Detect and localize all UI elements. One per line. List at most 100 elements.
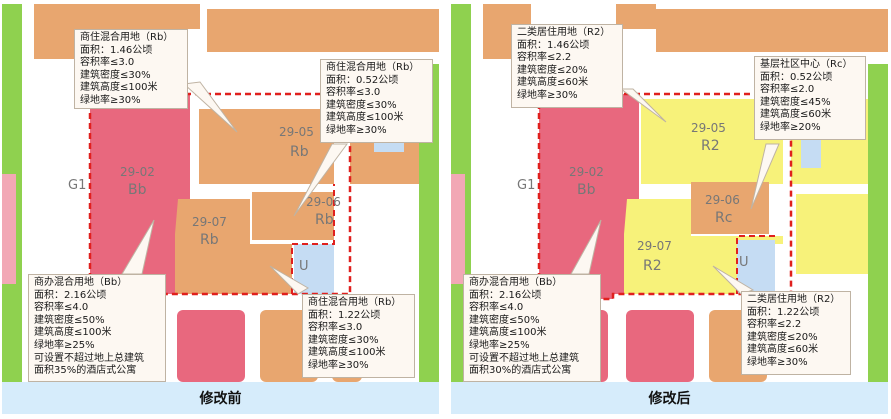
callout-line: 面积：1.22公顷 [747, 306, 820, 318]
callout-line: 容积率≤3.0 [326, 87, 381, 99]
callout-line: 面积：1.46公顷 [80, 44, 153, 56]
callout-line: 建筑高度≤60米 [760, 109, 832, 121]
callout-29-02: 商办混合用地（Bb） 面积：2.16公顷 容积率≤4.0 建筑密度≤50% 建筑… [463, 274, 601, 382]
parcel-bottom-2 [626, 310, 694, 382]
callout-29-05: 二类居住用地（R2） 面积：1.46公顷 容积率≤2.2 建筑密度≤20% 建筑… [511, 24, 623, 108]
green-belt-right [419, 64, 439, 382]
caption-band [451, 382, 888, 414]
parcel-29-02-fill [539, 94, 639, 299]
callout-29-05: 商住混合用地（Rb） 面积：1.46公顷 容积率≤3.0 建筑密度≤30% 建筑… [74, 29, 188, 109]
callout-line: 可设置不超过地上总建筑 [34, 352, 144, 364]
callout-line: 建筑高度≤60米 [747, 344, 819, 356]
callout-line: 建筑密度≤20% [747, 331, 818, 343]
callout-line: 绿地率≥20% [760, 121, 821, 133]
callout-line: 建筑高度≤60米 [517, 77, 589, 89]
caption-band [2, 382, 439, 414]
map-label-29-06-use: Rb [315, 212, 334, 228]
callout-line: 建筑密度≤45% [760, 96, 831, 108]
callout-line: 绿地率≥30% [326, 124, 387, 136]
callout-line: 容积率≤2.2 [517, 52, 572, 64]
boundary-inner [291, 184, 335, 294]
callout-line: 建筑密度≤30% [308, 334, 379, 346]
callout-line: 容积率≤2.0 [760, 84, 815, 96]
map-label-u: U [739, 255, 749, 270]
callout-line: 建筑高度≤100米 [34, 327, 112, 339]
parcel-bottom-2 [177, 310, 245, 382]
leader-4 [269, 265, 309, 295]
callout-line: 建筑密度≤20% [517, 64, 588, 76]
map-label-29-07-code: 29-07 [637, 239, 672, 253]
map-label-u: U [299, 259, 309, 274]
callout-line: 建筑高度≤100米 [469, 327, 547, 339]
callout-29-07: 商住混合用地（Rb） 面积：1.22公顷 容积率≤3.0 建筑密度≤30% 建筑… [302, 294, 415, 378]
callout-line: 建筑高度≤100米 [308, 347, 386, 359]
callout-line: 面积：2.16公顷 [34, 289, 107, 301]
callout-line: 面积：2.16公顷 [469, 289, 542, 301]
parcel-29-05-fill [199, 109, 334, 184]
map-label-29-07-use: R2 [643, 258, 662, 274]
parcel-right-u [801, 134, 821, 168]
callout-line: 容积率≤3.0 [308, 322, 363, 334]
map-label-29-07-code: 29-07 [192, 215, 227, 229]
map-label-29-02-use: Bb [577, 182, 596, 198]
map-label-29-07-use: Rb [200, 232, 219, 248]
leader-1 [182, 81, 238, 133]
leader-2 [293, 143, 348, 217]
map-label-29-02-code: 29-02 [569, 165, 604, 179]
callout-line: 建筑密度≤50% [469, 314, 540, 326]
callout-line: 绿地率≥30% [517, 89, 578, 101]
callout-line: 商住混合用地（Rb） [308, 297, 402, 308]
callout-line: 建筑高度≤100米 [80, 82, 158, 94]
callout-line: 二类居住用地（R2） [747, 294, 841, 305]
map-label-29-06-use: Rc [715, 210, 732, 226]
callout-line: 绿地率≥30% [747, 356, 808, 368]
callout-line: 二类居住用地（R2） [517, 27, 611, 38]
callout-line: 绿地率≥30% [308, 359, 369, 371]
map-label-g1: G1 [517, 178, 535, 193]
panel-before: G1 29-02 Bb 29-05 Rb 29-07 Rb 29-06 Rb U… [2, 4, 439, 414]
parcel-top-right [207, 9, 439, 52]
callout-line: 绿地率≥25% [469, 339, 530, 351]
parcel-top-right [656, 9, 888, 52]
map-label-29-02-use: Bb [128, 182, 147, 198]
callout-line: 容积率≤4.0 [469, 302, 524, 314]
parcel-29-07-fill [175, 199, 292, 294]
map-label-29-06-code: 29-06 [705, 193, 740, 207]
callout-29-06: 商住混合用地（Rb） 面积：0.52公顷 容积率≤3.0 建筑密度≤30% 建筑… [320, 59, 433, 143]
callout-line: 面积：0.52公顷 [760, 71, 833, 83]
parcel-29-05-fill [641, 99, 783, 184]
callout-line: 建筑高度≤100米 [326, 112, 404, 124]
panel-caption: 修改后 [648, 391, 691, 407]
leader-2 [750, 143, 780, 210]
callout-line: 容积率≤3.0 [80, 57, 135, 69]
leader-1 [619, 88, 667, 123]
map-label-29-05-code: 29-05 [279, 125, 314, 139]
parcel-top-mid [80, 4, 200, 29]
callout-29-02: 商办混合用地（Bb） 面积：2.16公顷 容积率≤4.0 建筑密度≤50% 建筑… [28, 274, 166, 382]
boundary-inner [736, 235, 775, 294]
callout-line: 商住混合用地（Rb） [80, 32, 174, 43]
parcel-29-06-fill [252, 192, 334, 240]
map-label-29-06-code: 29-06 [306, 195, 341, 209]
green-belt-right [868, 64, 888, 382]
callout-line: 绿地率≥30% [80, 94, 141, 106]
callout-line: 建筑密度≤30% [326, 99, 397, 111]
callout-line: 商办混合用地（Bb） [34, 277, 128, 288]
panel-after: G1 29-02 Bb 29-05 R2 29-07 R2 29-06 Rc U… [451, 4, 888, 414]
parcel-left-pink [451, 174, 465, 284]
callout-line: 商办混合用地（Bb） [469, 277, 563, 288]
parcel-29-07-fill [624, 199, 783, 294]
panel-caption: 修改前 [199, 391, 242, 407]
callout-line: 基层社区中心（Rc） [760, 59, 853, 70]
callout-line: 容积率≤2.2 [747, 319, 802, 331]
callout-line: 面积：1.22公顷 [308, 309, 381, 321]
callout-line: 建筑密度≤50% [34, 314, 105, 326]
callout-line: 面积：0.52公顷 [326, 74, 399, 86]
map-label-29-05-use: Rb [290, 144, 309, 160]
callout-line: 绿地率≥25% [34, 339, 95, 351]
callout-line: 可设置不超过地上总建筑 [469, 352, 579, 364]
callout-29-06: 基层社区中心（Rc） 面积：0.52公顷 容积率≤2.0 建筑密度≤45% 建筑… [754, 56, 866, 140]
callout-line: 面积35%的酒店式公寓 [34, 365, 137, 377]
callout-line: 面积30%的酒店式公寓 [469, 365, 572, 377]
parcel-left-pink [2, 174, 16, 284]
